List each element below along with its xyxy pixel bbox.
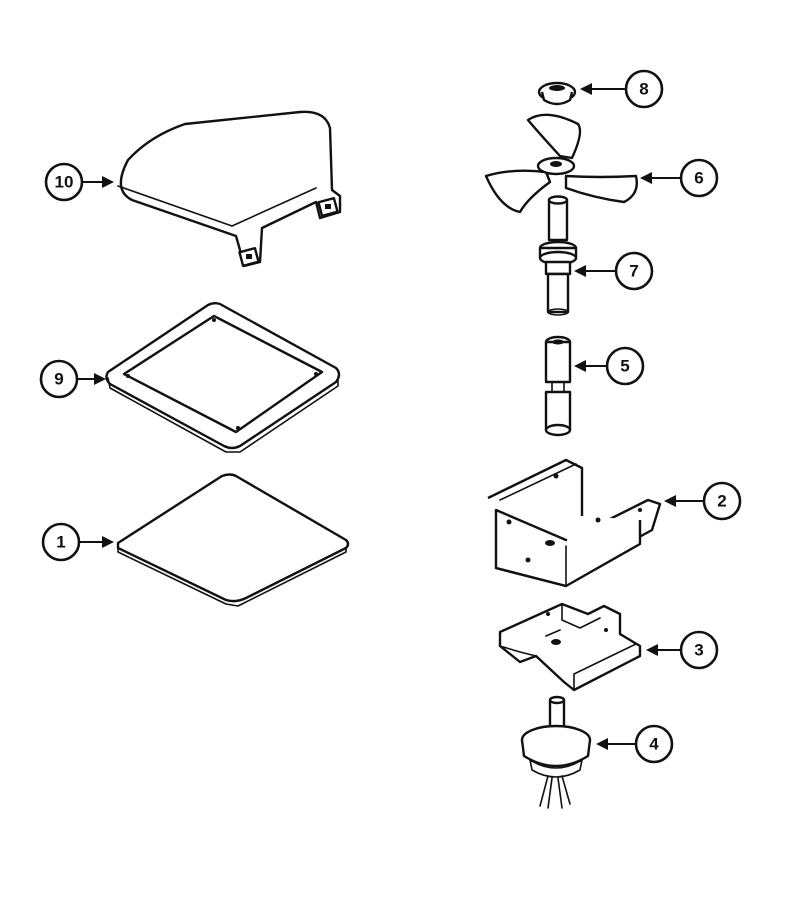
part-shaft-7 xyxy=(538,195,578,316)
callout-5-label: 5 xyxy=(620,357,629,376)
part-cap-8 xyxy=(537,81,577,106)
part-pad-1 xyxy=(116,473,350,607)
callout-1: 1 xyxy=(41,522,114,562)
part-cover-10 xyxy=(117,110,342,268)
callout-3-label: 3 xyxy=(694,641,703,660)
callout-9-label: 9 xyxy=(54,370,63,389)
callout-10-label: 10 xyxy=(55,173,74,192)
callout-6: 6 xyxy=(640,158,719,198)
callout-1-label: 1 xyxy=(56,533,65,552)
callout-8-label: 8 xyxy=(639,80,648,99)
callout-7: 7 xyxy=(574,251,654,291)
callout-6-label: 6 xyxy=(694,169,703,188)
part-bracket-2 xyxy=(487,458,662,588)
part-coupler-5 xyxy=(544,335,572,437)
callout-10: 10 xyxy=(44,162,114,202)
callout-8: 8 xyxy=(580,69,664,109)
callout-4: 4 xyxy=(596,724,674,764)
callout-3: 3 xyxy=(646,630,719,670)
part-fan-blade-6 xyxy=(484,113,638,214)
part-plate-3 xyxy=(498,602,642,692)
callout-2-label: 2 xyxy=(717,492,726,511)
callout-5: 5 xyxy=(574,346,645,386)
callout-9: 9 xyxy=(39,359,106,399)
part-motor-4 xyxy=(520,695,592,809)
callout-4-label: 4 xyxy=(649,735,659,754)
callout-7-label: 7 xyxy=(629,262,638,281)
callout-2: 2 xyxy=(664,481,742,521)
part-frame-9 xyxy=(105,302,341,453)
